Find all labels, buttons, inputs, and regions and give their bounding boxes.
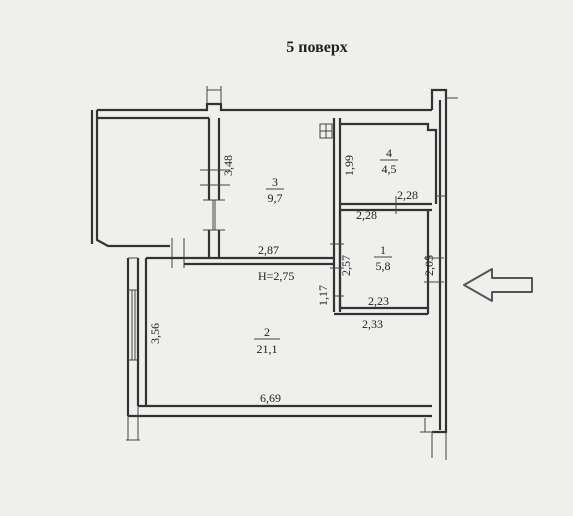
dimension-2-28-mid: 2,28 (356, 208, 377, 222)
walls (90, 86, 458, 460)
room-area: 4,5 (382, 162, 397, 176)
arrow-left-icon (463, 268, 533, 302)
room-number: 3 (272, 175, 278, 189)
dimension-2-57: 2,57 (339, 255, 353, 276)
dimension-1-17: 1,17 (316, 285, 330, 306)
dimension-2-33: 2,33 (362, 317, 383, 331)
dimension-6-69: 6,69 (260, 391, 281, 405)
dimension-2-87: 2,87 (258, 243, 279, 257)
room-number: 1 (380, 243, 386, 257)
dimension-3-48: 3,48 (221, 155, 235, 176)
dimension-3-56: 3,56 (148, 323, 162, 344)
room-number: 2 (264, 325, 270, 339)
dimension-2-28-top: 2,28 (397, 188, 418, 202)
dimension-2-23: 2,23 (368, 294, 389, 308)
room-2-label: 2 21,1 (254, 325, 280, 356)
room-number: 4 (386, 146, 392, 160)
floor-title: 5 поверх (286, 39, 347, 56)
room-4-label: 4 4,5 (380, 146, 398, 176)
dimension-2-05: 2,05 (422, 255, 436, 276)
room-area: 9,7 (268, 191, 283, 205)
room-area: 21,1 (257, 342, 278, 356)
dimension-1-99: 1,99 (342, 155, 356, 176)
room-3-label: 3 9,7 (266, 175, 284, 205)
room-area: 5,8 (376, 259, 391, 273)
ceiling-height-label: Н=2,75 (258, 269, 294, 283)
room-1-label: 1 5,8 (374, 243, 392, 273)
